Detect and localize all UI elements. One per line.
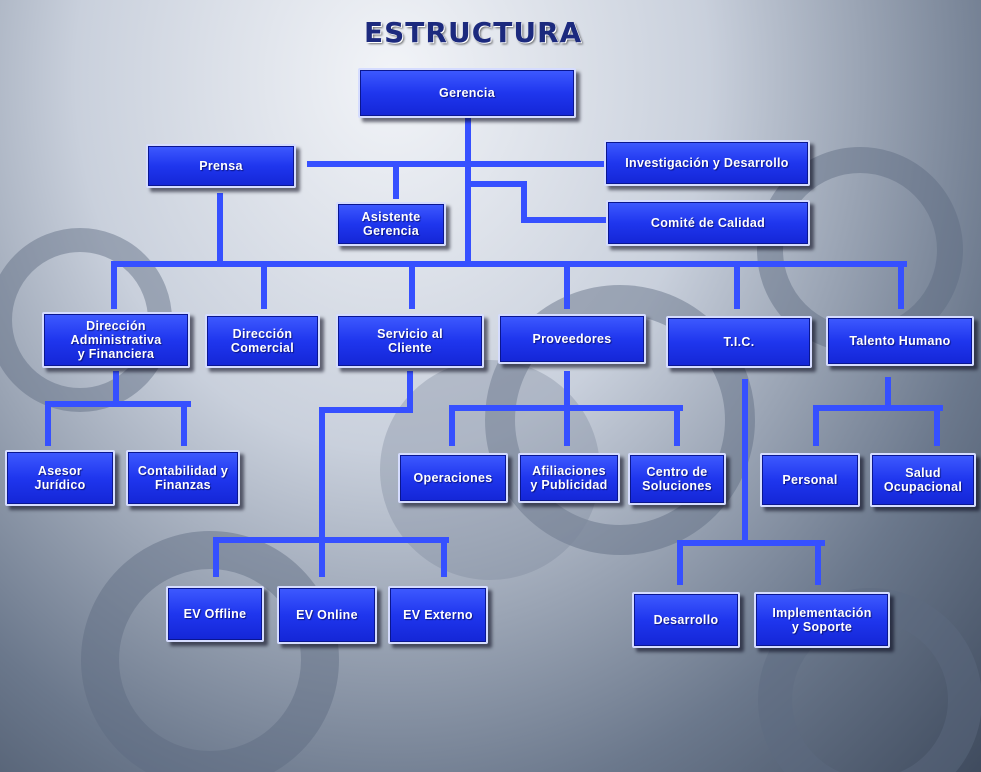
node-ev-online[interactable]: EV Online [277,586,377,644]
node-talento-humano[interactable]: Talento Humano [826,316,974,366]
node-direccion-administrativa[interactable]: Dirección Administrativa y Financiera [42,312,190,368]
node-asesor-juridico[interactable]: Asesor Jurídico [5,450,115,506]
node-desarrollo[interactable]: Desarrollo [632,592,740,648]
node-proveedores[interactable]: Proveedores [498,314,646,364]
gear-ring-middle [485,285,755,555]
node-centro-soluciones[interactable]: Centro de Soluciones [628,453,726,505]
node-gerencia[interactable]: Gerencia [358,68,576,118]
node-contabilidad-finanzas[interactable]: Contabilidad y Finanzas [126,450,240,506]
node-implementacion-soporte[interactable]: Implementación y Soporte [754,592,890,648]
node-comite-calidad[interactable]: Comité de Calidad [606,200,810,246]
node-afiliaciones-publicidad[interactable]: Afiliaciones y Publicidad [518,453,620,503]
node-ev-externo[interactable]: EV Externo [388,586,488,644]
node-operaciones[interactable]: Operaciones [398,453,508,503]
node-investigacion-desarrollo[interactable]: Investigación y Desarrollo [604,140,810,186]
node-salud-ocupacional[interactable]: Salud Ocupacional [870,453,976,507]
node-tic[interactable]: T.I.C. [666,316,812,368]
node-personal[interactable]: Personal [760,453,860,507]
gear-ring-bottom-left [81,531,339,772]
node-prensa[interactable]: Prensa [146,144,296,188]
page-title: ESTRUCTURA [364,16,583,49]
node-servicio-cliente[interactable]: Servicio al Cliente [336,314,484,368]
node-ev-offline[interactable]: EV Offline [166,586,264,642]
node-asistente-gerencia[interactable]: Asistente Gerencia [336,202,446,246]
node-direccion-comercial[interactable]: Dirección Comercial [205,314,320,368]
